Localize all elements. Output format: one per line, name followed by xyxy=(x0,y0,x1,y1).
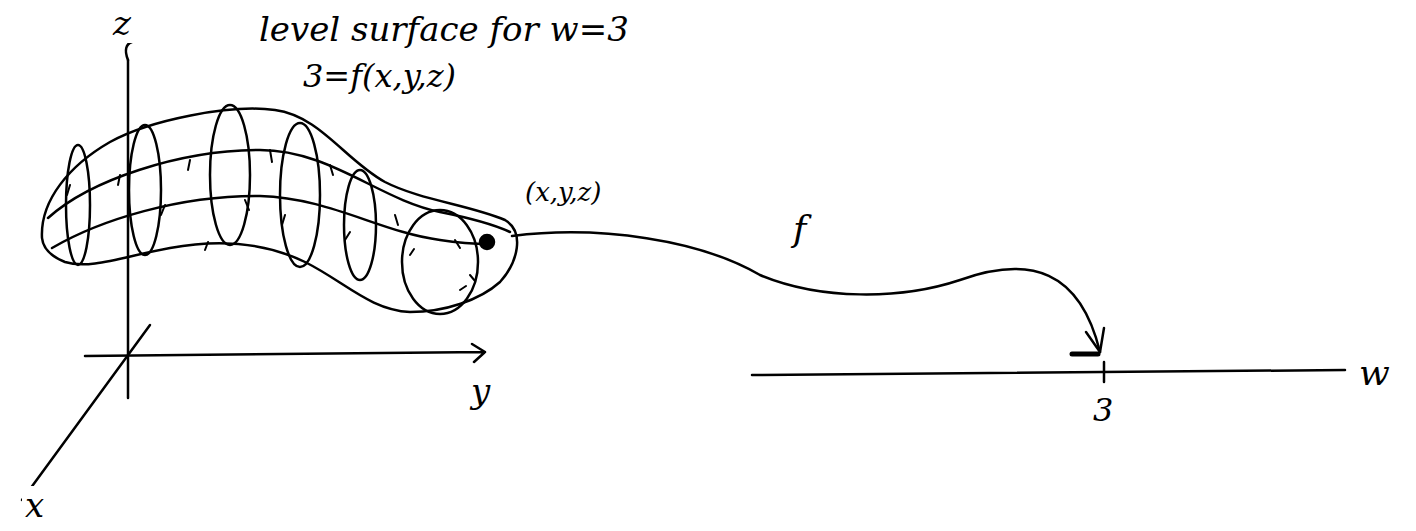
tick-label: 3 xyxy=(1090,392,1116,429)
note: level surface for w=3 xyxy=(256,10,632,49)
cross-section xyxy=(402,210,478,314)
z-axis-tip xyxy=(126,42,132,60)
cross-section xyxy=(129,125,161,255)
surface-line xyxy=(52,196,490,248)
axis-label: w xyxy=(1356,352,1393,393)
x-axis xyxy=(22,325,150,500)
surface-hatching xyxy=(67,150,475,290)
cross-section xyxy=(280,123,320,267)
z-axis xyxy=(127,60,130,398)
arrow-head xyxy=(1086,328,1104,352)
point-label: (x,y,z) xyxy=(522,178,604,208)
axis-label: y xyxy=(468,372,493,411)
function-label: f xyxy=(790,208,809,249)
w-axis xyxy=(752,370,1345,375)
tick xyxy=(1103,362,1106,382)
axis-label: x xyxy=(22,486,47,525)
y-axis xyxy=(85,344,485,362)
point xyxy=(480,235,494,249)
image-mark xyxy=(1072,352,1098,357)
mapping-arrow xyxy=(512,232,1100,352)
axis-label: z xyxy=(110,4,134,43)
cross-section xyxy=(344,170,376,280)
equation: 3=f(x,y,z) xyxy=(300,58,459,95)
cross-section xyxy=(210,105,250,245)
cross-section xyxy=(66,145,90,265)
